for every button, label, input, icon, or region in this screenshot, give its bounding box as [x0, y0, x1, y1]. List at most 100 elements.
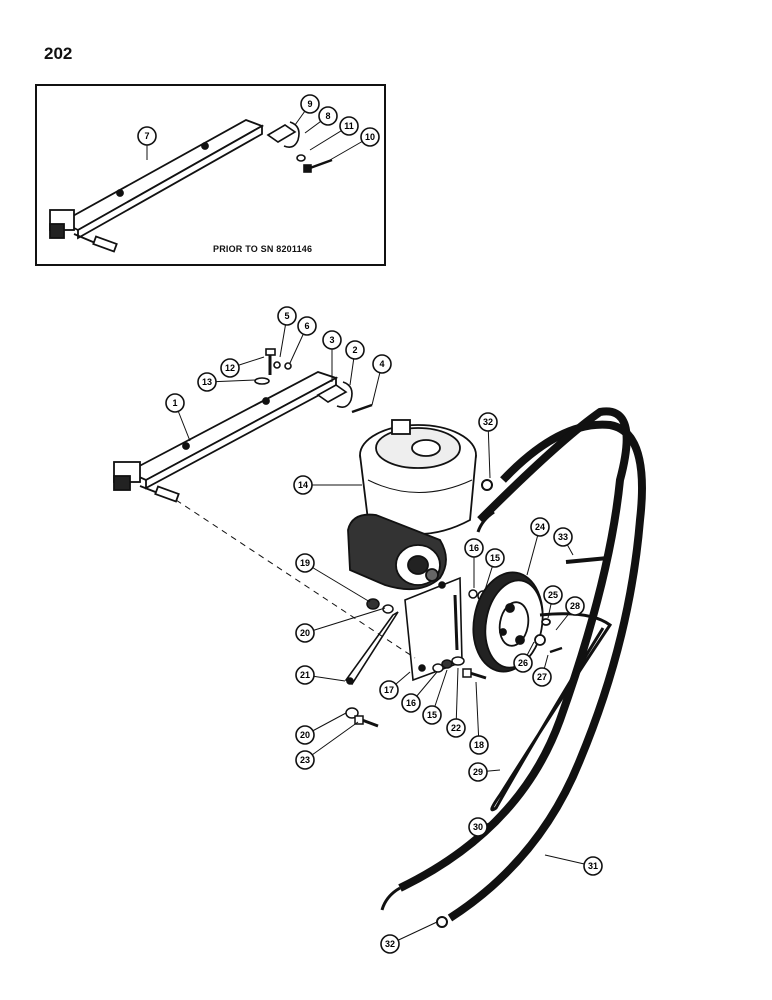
callout-number: 20: [300, 730, 310, 740]
callout-c30: 30: [468, 817, 499, 837]
callout-balloon: [295, 665, 315, 685]
callout-c16b: 16: [401, 671, 438, 713]
callout-balloon: [220, 358, 240, 378]
callout-leader: [304, 562, 371, 603]
callout-c24: 24: [526, 517, 550, 576]
callout-number: 27: [537, 672, 547, 682]
callout-balloon: [485, 548, 505, 568]
callout-c7: 7: [137, 126, 157, 160]
inset-frame: [35, 84, 386, 266]
callout-c28: 28: [555, 596, 585, 631]
callout-balloon: [513, 653, 533, 673]
callout-c29: 29: [468, 762, 501, 782]
callout-number: 10: [365, 132, 375, 142]
callout-number: 29: [473, 767, 483, 777]
callout-number: 18: [474, 740, 484, 750]
callout-c18: 18: [469, 681, 489, 755]
callout-c25: 25: [543, 585, 563, 619]
callout-balloon: [464, 538, 484, 558]
callout-balloon: [295, 623, 315, 643]
callout-number: 11: [344, 121, 354, 131]
callout-number: 2: [352, 345, 357, 355]
callout-number: 16: [406, 698, 416, 708]
callout-balloon: [277, 306, 297, 326]
callout-number: 5: [284, 311, 289, 321]
callout-leader: [475, 681, 480, 746]
callout-number: 21: [300, 670, 310, 680]
callout-balloon: [478, 412, 498, 432]
callout-number: 7: [144, 131, 149, 141]
callout-number: 16: [469, 543, 479, 553]
callout-balloon: [197, 372, 217, 392]
callout-balloon: [372, 354, 392, 374]
callout-c26: 26: [513, 641, 535, 673]
callout-c5: 5: [277, 306, 297, 358]
callout-c21: 21: [295, 665, 346, 685]
callout-c13: 13: [197, 372, 257, 392]
adjusting-link: [344, 611, 399, 686]
drive-belt: [490, 612, 613, 812]
callout-number: 28: [570, 601, 580, 611]
callout-number: 24: [535, 522, 545, 532]
callout-c12: 12: [220, 356, 265, 378]
callout-number: 26: [518, 658, 528, 668]
callout-number: 4: [379, 359, 384, 369]
callout-c33: 33: [553, 527, 574, 556]
callout-c16a: 16: [464, 538, 484, 588]
callout-balloon: [300, 94, 320, 114]
callout-number: 17: [384, 685, 394, 695]
callout-c32a: 32: [478, 412, 498, 479]
callout-balloon: [565, 596, 585, 616]
inset-serial-note: PRIOR TO SN 8201146: [213, 244, 313, 254]
callout-number: 15: [490, 553, 500, 563]
callout-balloon: [422, 705, 442, 725]
callout-c8: 8: [304, 106, 338, 134]
callout-number: 19: [300, 558, 310, 568]
callout-leader: [304, 607, 386, 634]
callout-c11: 11: [309, 116, 359, 151]
callout-c20a: 20: [295, 607, 386, 643]
callout-balloon: [295, 553, 315, 573]
callout-number: 1: [172, 398, 177, 408]
callout-balloon: [297, 316, 317, 336]
callout-number: 12: [225, 363, 235, 373]
upper-bracket-hardware: [254, 348, 373, 414]
pump-pulley: [472, 556, 609, 673]
callout-c1: 1: [165, 393, 191, 442]
callout-c14: 14: [293, 475, 362, 495]
power-steering-pump: [347, 419, 477, 591]
callout-balloon: [345, 340, 365, 360]
callout-c15a: 15: [484, 548, 505, 591]
callout-c20b: 20: [295, 712, 347, 745]
callout-number: 8: [325, 111, 330, 121]
callout-balloon: [532, 667, 552, 687]
callout-number: 13: [202, 377, 212, 387]
callout-c10: 10: [329, 127, 380, 161]
return-hose: [380, 407, 631, 911]
callout-c22: 22: [446, 667, 466, 738]
callout-balloon: [295, 725, 315, 745]
callout-balloon: [468, 817, 488, 837]
callout-number: 9: [307, 99, 312, 109]
callout-balloon: [401, 693, 421, 713]
callout-number: 14: [298, 480, 308, 490]
callout-number: 30: [473, 822, 483, 832]
callout-c2: 2: [345, 340, 365, 386]
callout-balloon: [165, 393, 185, 413]
inset-support-bar: [49, 119, 265, 253]
callout-balloon: [446, 718, 466, 738]
callout-balloon: [543, 585, 563, 605]
callout-number: 31: [588, 861, 598, 871]
callout-balloon: [468, 762, 488, 782]
callout-balloon: [583, 856, 603, 876]
callout-c4: 4: [371, 354, 392, 406]
callout-leader: [304, 721, 359, 761]
callout-balloon: [380, 934, 400, 954]
callout-balloon: [295, 750, 315, 770]
callout-c17: 17: [379, 671, 411, 700]
callout-c15b: 15: [422, 669, 448, 725]
callout-balloon: [137, 126, 157, 146]
callout-c31: 31: [544, 854, 603, 876]
